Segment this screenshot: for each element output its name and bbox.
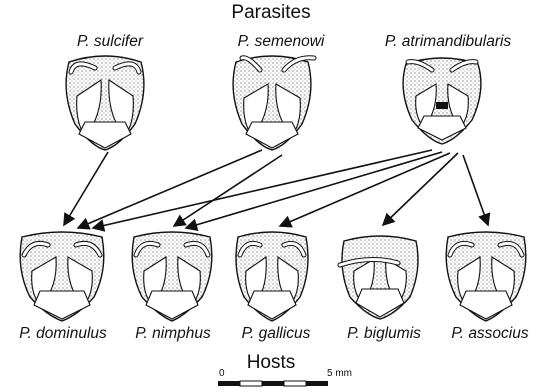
arrows (64, 150, 488, 228)
host-label-gallicus: P. gallicus (224, 325, 328, 343)
head-biglumis (340, 236, 418, 319)
arrow-atrimandibularis-gallicus (280, 153, 450, 226)
head-nimphus (132, 232, 212, 321)
arrow-atrimandibularis-biglumis (383, 153, 458, 225)
hosts-heading: Hosts (221, 352, 321, 374)
arrow-atrimandibularis-dominulus (93, 150, 432, 228)
arrow-semenowi-dominulus (78, 150, 262, 228)
arrow-atrimandibularis-associus (463, 155, 488, 225)
host-label-nimphus: P. nimphus (122, 325, 224, 343)
head-dominulus (20, 232, 104, 321)
scale-bar (218, 381, 328, 386)
host-label-associus: P. associus (440, 325, 540, 343)
head-sulcifer (66, 56, 144, 150)
arrow-atrimandibularis-nimphus (186, 152, 442, 228)
host-label-dominulus: P. dominulus (4, 325, 122, 343)
head-gallicus (236, 232, 308, 321)
head-associus (446, 232, 526, 321)
arrow-sulcifer-dominulus (64, 152, 108, 225)
head-semenowi (233, 56, 314, 150)
scale-end-label: 5 mm (327, 368, 352, 379)
host-label-biglumis: P. biglumis (332, 325, 436, 343)
scale-start-label: 0 (219, 368, 225, 379)
head-atrimandibularis (403, 58, 481, 144)
